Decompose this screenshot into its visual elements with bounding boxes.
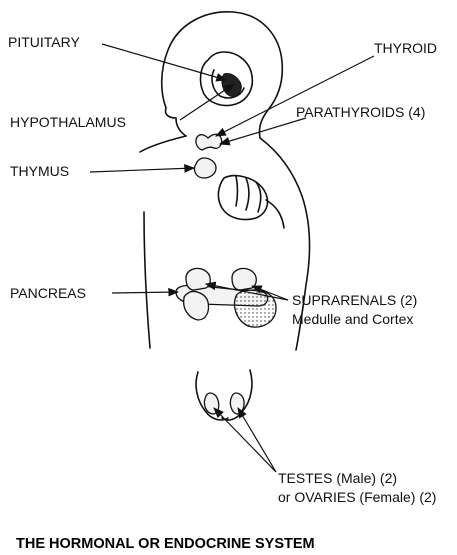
label-gonads-detail: or OVARIES (Female) (2) (278, 489, 436, 505)
label-gonads: TESTES (Male) (2) (278, 470, 397, 486)
thymus-organ (194, 158, 216, 178)
label-pancreas: PANCREAS (10, 285, 86, 301)
label-suprarenals: SUPRARENALS (2) (292, 292, 417, 308)
diagram-title: THE HORMONAL OR ENDOCRINE SYSTEM (16, 536, 315, 552)
thyroid-arrow (216, 56, 374, 136)
gonads-arrow-1 (214, 408, 276, 472)
label-pituitary: PITUITARY (8, 34, 80, 50)
hypothalamus-arrow (180, 84, 234, 120)
suprarenal-right-organ (232, 268, 276, 327)
ear-brain-area (201, 52, 253, 106)
gonads-organ (196, 370, 252, 420)
label-hypothalamus: HYPOTHALAMUS (10, 114, 126, 130)
pancreas-arrow (112, 292, 178, 293)
label-thymus: THYMUS (10, 163, 69, 179)
label-parathyroids: PARATHYROIDS (4) (296, 104, 425, 120)
label-thyroid: THYROID (374, 40, 437, 56)
pituitary-arrow (102, 44, 226, 80)
label-suprarenals-detail: Medulle and Cortex (292, 311, 413, 327)
gonads-arrow-2 (238, 408, 276, 472)
thyroid-organ (196, 134, 222, 150)
thymus-arrow (90, 168, 194, 172)
